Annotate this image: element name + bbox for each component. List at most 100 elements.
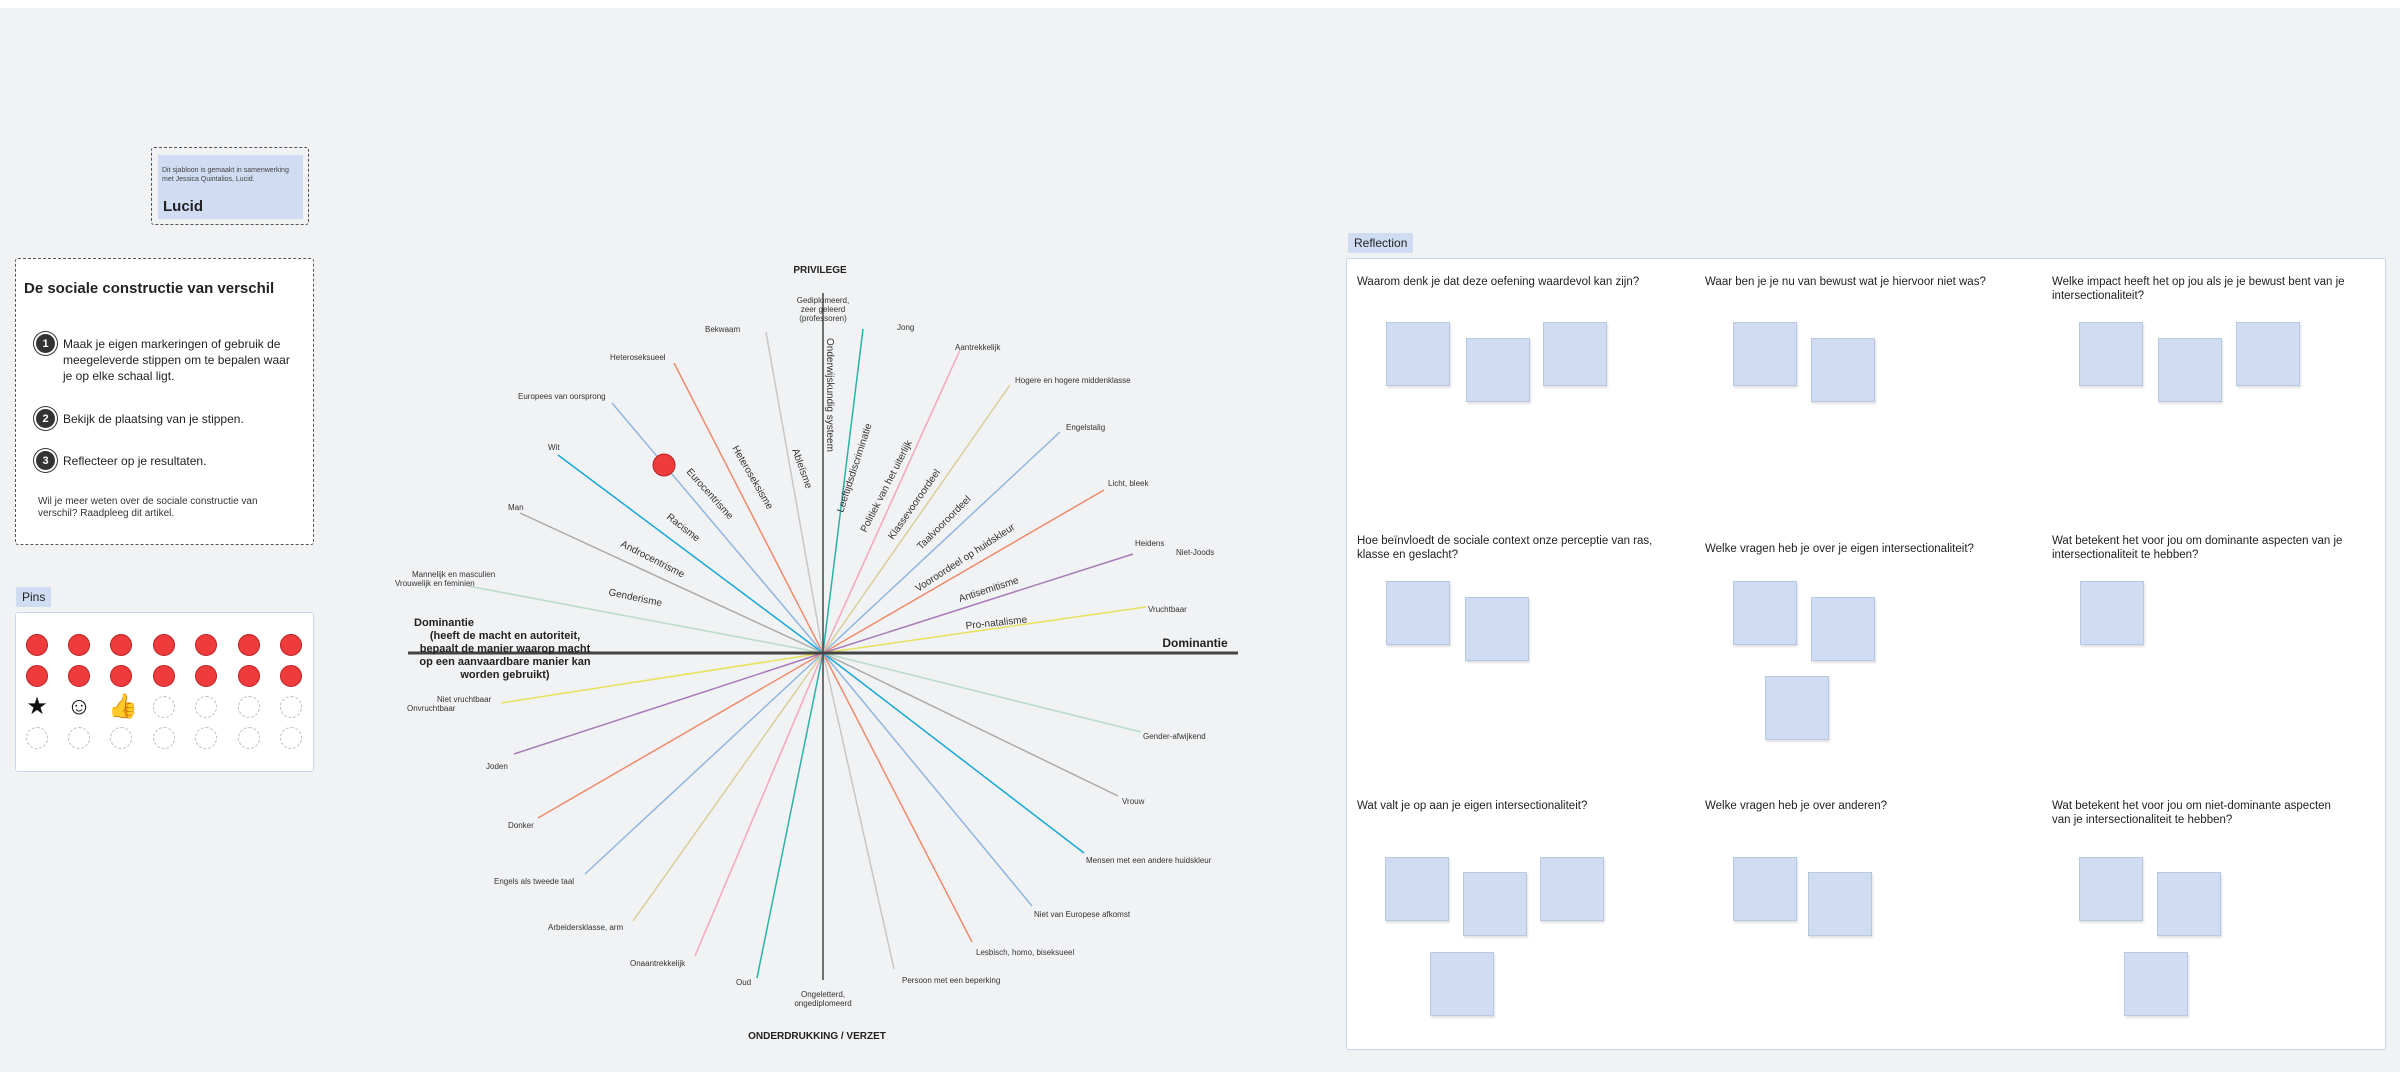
sticky-note[interactable] — [1811, 338, 1875, 402]
dominance-left-line2: (heeft de macht en autoriteit, — [430, 630, 580, 642]
question-8[interactable]: Welke vragen heb je over anderen? — [1705, 800, 1887, 812]
label-man: Man — [508, 503, 524, 512]
sticky-note[interactable] — [1466, 338, 1530, 402]
sticky-note[interactable] — [1811, 597, 1875, 661]
spoke-line — [822, 553, 1134, 654]
top-center-label: Gediplomeerd, zeer geleerd (professoren) — [797, 296, 849, 323]
label-beperking: Persoon met een beperking — [902, 976, 1000, 985]
reflection-label: Reflection — [1348, 233, 1414, 253]
red-dot-pin[interactable] — [26, 634, 48, 656]
sticky-note[interactable] — [1808, 872, 1872, 936]
spoke-line — [694, 652, 824, 957]
red-dot-pin[interactable] — [195, 665, 217, 687]
red-dot-pin[interactable] — [68, 634, 90, 656]
question-6[interactable]: Wat betekent het voor jou om dominante a… — [2052, 535, 2343, 561]
spoke-line — [822, 652, 1142, 733]
sticky-note[interactable] — [2158, 338, 2222, 402]
sticky-note[interactable] — [1733, 857, 1797, 921]
ism-heteroseksisme: Heteroseksisme — [729, 444, 775, 512]
label-heidens: Heidens — [1135, 539, 1164, 548]
question-2[interactable]: Waar ben je je nu van bewust wat je hier… — [1705, 276, 1986, 288]
red-dot-pin[interactable] — [280, 634, 302, 656]
question-5[interactable]: Welke vragen heb je over je eigen inters… — [1705, 543, 1974, 555]
star-icon[interactable]: ★ — [26, 693, 48, 720]
question-3[interactable]: Welke impact heeft het op jou als je je … — [2052, 276, 2345, 302]
spoke-line — [765, 331, 824, 654]
spoke-line — [822, 652, 1085, 854]
spoke-line — [673, 362, 824, 654]
dominance-right-label: Dominantie — [1162, 636, 1228, 650]
sticky-note[interactable] — [2079, 857, 2143, 921]
sticky-note[interactable] — [2236, 322, 2300, 386]
sticky-note[interactable] — [2124, 952, 2188, 1016]
spoke-line — [632, 652, 824, 922]
dominance-left-line3: bepaalt de manier waarop macht — [420, 643, 591, 655]
instructions-card[interactable] — [15, 258, 314, 545]
label-vruchtbaar: Vruchtbaar — [1148, 605, 1187, 614]
red-dot-pin[interactable] — [238, 634, 260, 656]
label-jong: Jong — [897, 323, 914, 332]
sticky-note[interactable] — [2080, 581, 2144, 645]
credit-card-frame[interactable] — [151, 147, 309, 225]
bottom-center-label: Ongeletterd, ongediplomeerd — [794, 990, 851, 1008]
sticky-note[interactable] — [1540, 857, 1604, 921]
question-9[interactable]: Wat betekent het voor jou om niet-domina… — [2052, 800, 2331, 826]
pins-label: Pins — [16, 587, 52, 607]
question-4[interactable]: Hoe beïnvloedt de sociale context onze p… — [1357, 535, 1653, 561]
red-dot-pin[interactable] — [195, 634, 217, 656]
privilege-label: PRIVILEGE — [793, 265, 847, 276]
red-dot-pin[interactable] — [153, 665, 175, 687]
bottom-center-line1: Ongeletterd, — [801, 990, 845, 999]
ism-onderwijs: Onderwijskundig systeem — [824, 338, 835, 452]
label-vrouw: Vrouw — [1122, 797, 1145, 806]
question-1[interactable]: Waarom denk je dat deze oefening waardev… — [1357, 276, 1640, 288]
placed-pin[interactable] — [652, 453, 676, 477]
sticky-note[interactable] — [1733, 322, 1797, 386]
instructions-footer-link[interactable]: Wil je meer weten over de sociale constr… — [38, 496, 258, 519]
step-3-text: Reflecteer op je resultaten. — [63, 454, 207, 468]
top-center-line1: Gediplomeerd, — [797, 296, 849, 305]
sticky-note[interactable] — [2079, 322, 2143, 386]
red-dot-pin[interactable] — [26, 665, 48, 687]
sticky-note[interactable] — [1385, 857, 1449, 921]
spoke-line — [822, 606, 1147, 654]
step-1-text: Maak je eigen markeringen of gebruik de … — [63, 337, 290, 383]
sticky-note[interactable] — [1733, 581, 1797, 645]
label-licht-bleek: Licht, bleek — [1108, 479, 1149, 488]
spoke-line — [822, 652, 895, 970]
thumbs-up-icon[interactable]: 👍 — [108, 693, 138, 720]
sticky-note[interactable] — [1463, 872, 1527, 936]
sticky-note[interactable] — [1765, 676, 1829, 740]
red-dot-pin[interactable] — [110, 665, 132, 687]
credit-text: Dit sjabloon is gemaakt in samenwerking … — [162, 167, 289, 183]
dominance-left-line1: Dominantie — [414, 617, 474, 629]
lucid-logo: Lucid — [163, 198, 203, 215]
label-heteroseksueel: Heteroseksueel — [610, 353, 666, 362]
label-bekwaam: Bekwaam — [705, 325, 740, 334]
sticky-note[interactable] — [1386, 581, 1450, 645]
label-onaantrekkelijk: Onaantrekkelijk — [630, 959, 686, 968]
step-1-badge: 1 — [36, 334, 55, 353]
red-dot-pin[interactable] — [153, 634, 175, 656]
privilege-wheel-chart[interactable]: PRIVILEGE ONDERDRUKKING / VERZET Dominan… — [390, 250, 1250, 1050]
label-europees: Europees van oorsprong — [518, 392, 606, 401]
sticky-note[interactable] — [1465, 597, 1529, 661]
sticky-note[interactable] — [1543, 322, 1607, 386]
question-7[interactable]: Wat valt je op aan je eigen intersection… — [1357, 800, 1588, 812]
ism-leeftijd: Leeftijdsdiscriminatie — [835, 422, 874, 514]
empty-pin-slot — [280, 696, 302, 718]
sticky-note[interactable] — [2157, 872, 2221, 936]
spoke-line — [822, 328, 864, 654]
red-dot-pin[interactable] — [68, 665, 90, 687]
red-dot-pin[interactable] — [280, 665, 302, 687]
label-engelstalig: Engelstalig — [1066, 423, 1105, 432]
sticky-note[interactable] — [1386, 322, 1450, 386]
sticky-note[interactable] — [1430, 952, 1494, 1016]
label-wit: Wit — [548, 443, 560, 452]
smiley-icon[interactable]: ☺ — [66, 693, 92, 720]
spoke-line — [822, 349, 961, 654]
label-lhb: Lesbisch, homo, biseksueel — [976, 948, 1075, 957]
ism-taal: Taalvooroordeel — [915, 494, 973, 552]
red-dot-pin[interactable] — [238, 665, 260, 687]
red-dot-pin[interactable] — [110, 634, 132, 656]
